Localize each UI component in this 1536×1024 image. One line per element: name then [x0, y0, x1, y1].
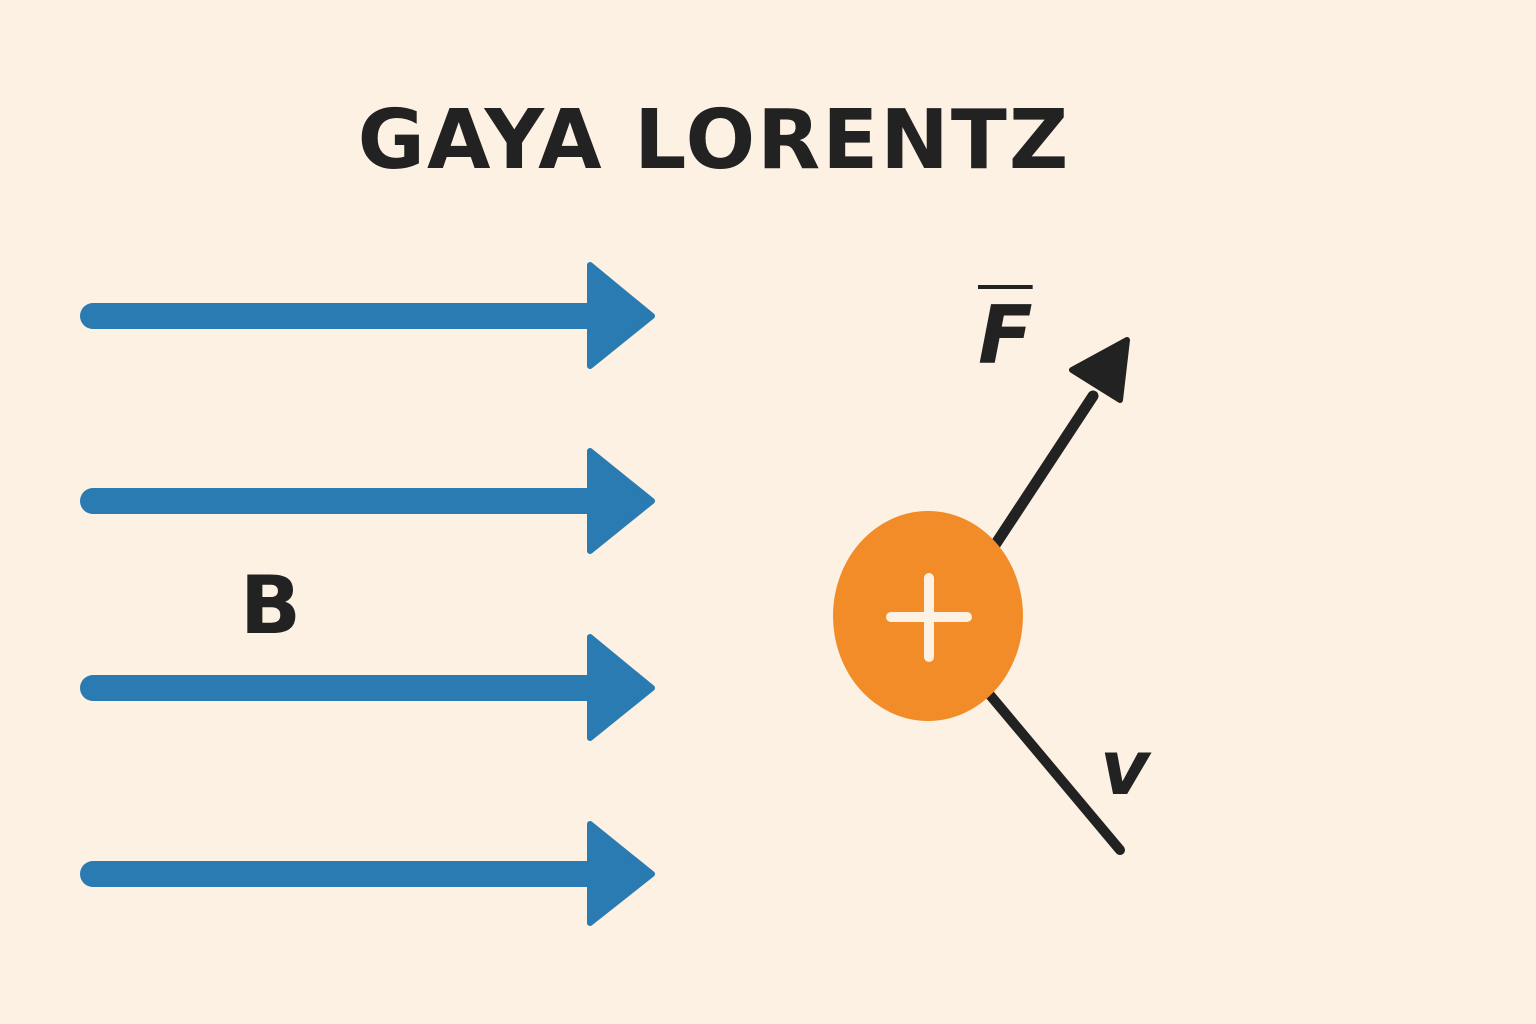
force-label: F: [978, 289, 1033, 382]
force-vector: [989, 337, 1130, 551]
field-arrow: [80, 634, 655, 741]
velocity-vector: [985, 690, 1125, 855]
magnetic-field-lines: [80, 262, 655, 926]
field-arrow: [80, 262, 655, 369]
field-arrow: [80, 821, 655, 926]
magnetic-field-label: B: [240, 559, 301, 652]
field-arrow: [80, 448, 655, 554]
velocity-label: v: [1100, 723, 1150, 812]
plus-icon: [886, 573, 972, 662]
diagram-title: GAYA LORENTZ: [357, 93, 1071, 188]
